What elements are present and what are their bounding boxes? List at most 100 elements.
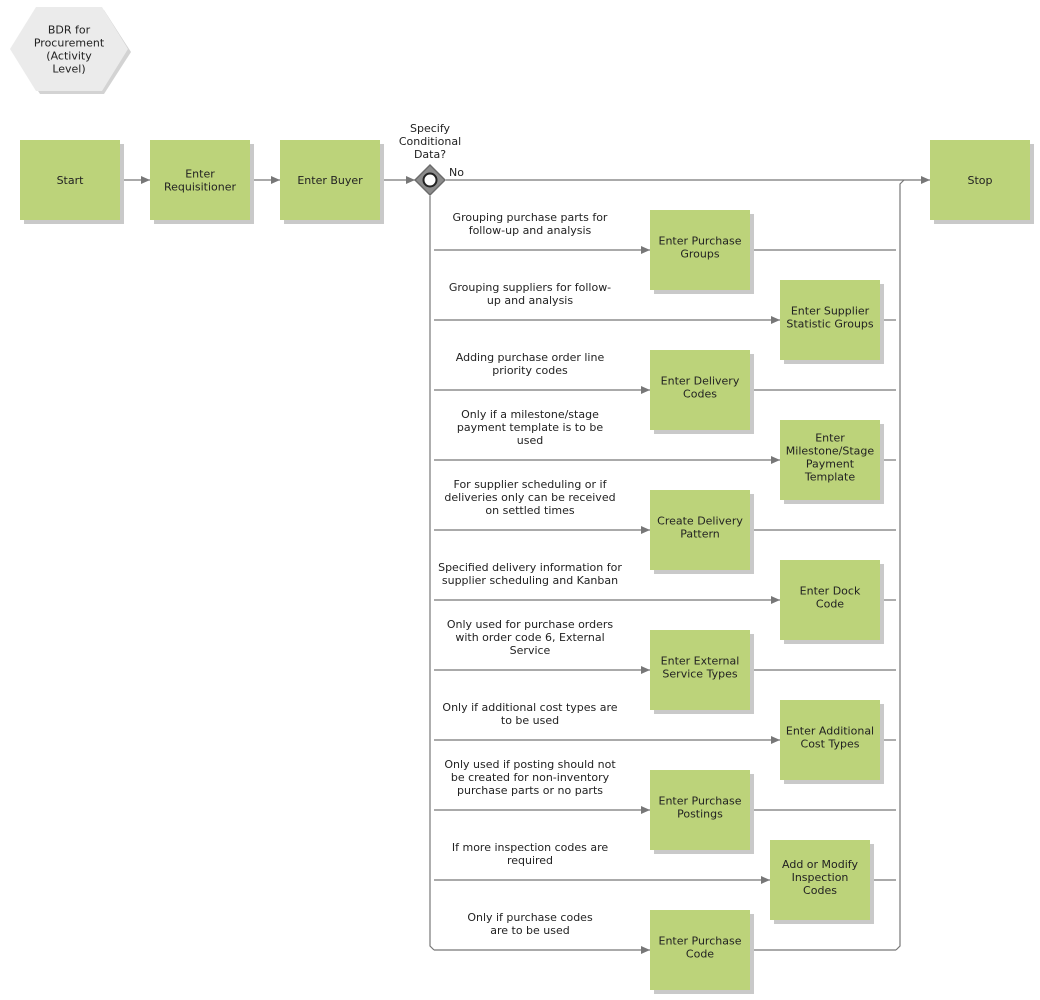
diagram-title-line: BDR for — [48, 24, 91, 37]
activity-label-4-line: Create Delivery — [657, 515, 743, 528]
condition-label-7-line: to be used — [501, 714, 559, 727]
gateway-circle — [422, 172, 438, 188]
title-hexagon — [10, 7, 128, 91]
condition-label-8-line: purchase parts or no parts — [457, 784, 603, 797]
condition-label-5-line: Specified delivery information for — [438, 561, 622, 574]
activity-label-8-line: Postings — [677, 808, 723, 821]
activity-label-1-line: Enter Supplier — [791, 305, 870, 318]
condition-label-0-line: follow-up and analysis — [469, 224, 592, 237]
activity-label-10-line: Enter Purchase — [659, 935, 742, 948]
gateway-label-line: Specify — [410, 122, 451, 135]
condition-label-6-line: Only used for purchase orders — [447, 618, 614, 631]
activity-label-5-line: Enter Dock — [800, 585, 861, 598]
gateway-label-line: Data? — [414, 148, 446, 161]
enter-requisitioner-label-line: Enter — [185, 168, 215, 181]
activity-label-2-line: Enter Delivery — [661, 375, 740, 388]
activity-label-4-line: Pattern — [680, 528, 720, 541]
condition-label-1-line: Grouping suppliers for follow- — [449, 281, 611, 294]
activity-label-0-line: Groups — [680, 248, 719, 261]
activity-label-9-line: Add or Modify — [782, 858, 858, 871]
activity-label-3-line: Template — [804, 471, 855, 484]
merge-trunk-line — [895, 179, 905, 951]
activity-box-8 — [650, 770, 750, 850]
condition-label-4-line: on settled times — [485, 504, 574, 517]
enter-buyer-label: Enter Buyer — [297, 174, 363, 187]
enter-buyer-label-line: Enter Buyer — [297, 174, 363, 187]
activity-label-6-line: Service Types — [662, 668, 737, 681]
activity-box-7 — [780, 700, 880, 780]
branch-trunk-line — [429, 196, 435, 951]
condition-label-6-line: Service — [510, 644, 551, 657]
activity-box-10 — [650, 910, 750, 990]
condition-label-1-line: up and analysis — [487, 294, 573, 307]
condition-label-0-line: Grouping purchase parts for — [453, 211, 608, 224]
condition-label-1: Grouping suppliers for follow-up and ana… — [449, 281, 611, 307]
activity-box-4 — [650, 490, 750, 570]
activity-label-5-line: Code — [816, 598, 844, 611]
gateway-label-line: Conditional — [399, 135, 461, 148]
condition-label-8-line: be created for non-inventory — [451, 771, 610, 784]
condition-label-3-line: used — [517, 434, 543, 447]
condition-label-5-line: supplier scheduling and Kanban — [442, 574, 618, 587]
condition-label-10-line: Only if purchase codes — [467, 911, 593, 924]
gateway-no-label: No — [449, 166, 464, 179]
activity-label-8-line: Enter Purchase — [659, 795, 742, 808]
condition-label-3-line: Only if a milestone/stage — [461, 408, 599, 421]
condition-label-9-line: required — [507, 854, 553, 867]
activity-label-3-line: Milestone/Stage — [786, 445, 875, 458]
activity-box-9 — [770, 840, 870, 920]
condition-label-4-line: deliveries only can be received — [444, 491, 615, 504]
start-label: Start — [57, 174, 85, 187]
enter-requisitioner-box — [150, 140, 250, 220]
activity-label-3-line: Enter — [815, 432, 845, 445]
diagram-title-line: Procurement — [34, 37, 105, 50]
stop-box — [930, 140, 1030, 220]
activity-label-7-line: Cost Types — [801, 738, 860, 751]
condition-label-7-line: Only if additional cost types are — [442, 701, 617, 714]
stop-label: Stop — [967, 174, 992, 187]
activity-label-9-line: Inspection — [792, 871, 849, 884]
activity-box-0 — [650, 210, 750, 290]
condition-label-3-line: payment template is to be — [457, 421, 603, 434]
activity-label-1-line: Statistic Groups — [786, 318, 874, 331]
activity-label-2-line: Codes — [683, 388, 717, 401]
enter-buyer-box — [280, 140, 380, 220]
condition-label-2-line: priority codes — [492, 364, 568, 377]
activity-label-10-line: Code — [686, 948, 714, 961]
activity-box-5 — [780, 560, 880, 640]
stop-label-line: Stop — [967, 174, 992, 187]
condition-label-9-line: If more inspection codes are — [452, 841, 609, 854]
condition-label-6-line: with order code 6, External — [455, 631, 604, 644]
activity-label-0-line: Enter Purchase — [659, 235, 742, 248]
condition-label-4-line: For supplier scheduling or if — [454, 478, 608, 491]
activity-box-3 — [780, 420, 880, 500]
start-box — [20, 140, 120, 220]
activity-box-1 — [780, 280, 880, 360]
activity-label-7-line: Enter Additional — [786, 725, 874, 738]
diagram-title-line: (Activity — [46, 50, 92, 63]
activity-label-6-line: Enter External — [661, 655, 740, 668]
diagram-title-line: Level) — [52, 63, 85, 76]
condition-label-10-line: are to be used — [490, 924, 570, 937]
condition-label-8-line: Only used if posting should not — [444, 758, 616, 771]
